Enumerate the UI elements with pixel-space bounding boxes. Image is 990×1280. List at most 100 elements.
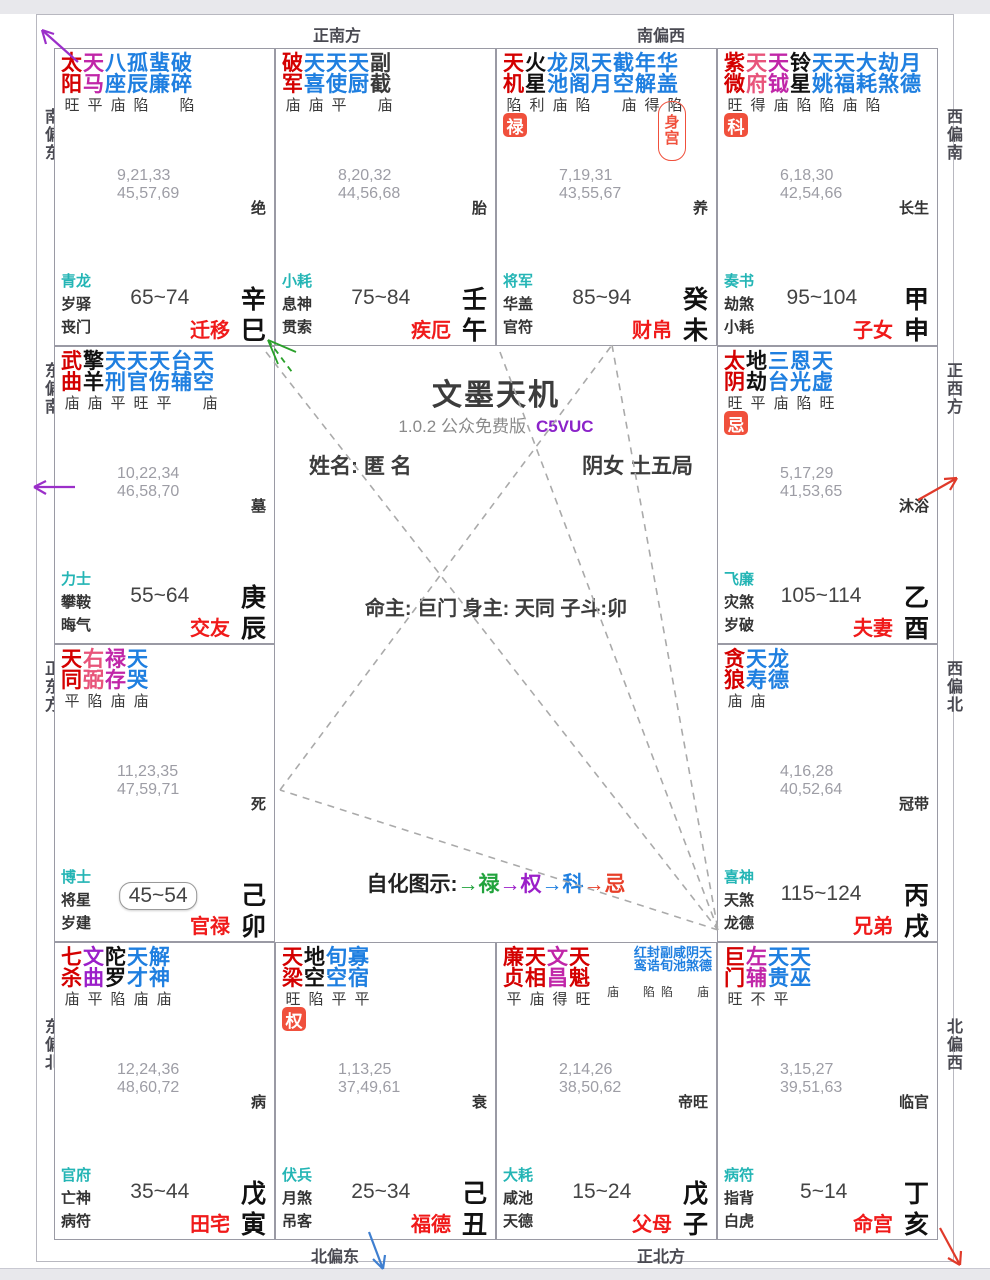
name-value: 匿 名	[363, 455, 412, 478]
decade-range[interactable]: 25~34	[351, 1180, 411, 1203]
star-年解: 年解	[635, 52, 656, 97]
star-天伤: 天伤	[149, 350, 170, 395]
year-god: 灾煞	[724, 594, 755, 611]
star-擎羊: 擎羊	[83, 350, 104, 395]
palace-stars: 天同右弼禄存天哭平陷庙庙	[61, 649, 270, 710]
star-天刑: 天刑	[105, 350, 126, 395]
year-god: 息神	[282, 296, 313, 313]
decade-range[interactable]: 35~44	[130, 1180, 190, 1203]
year-god: 岁驿	[61, 296, 92, 313]
palace-name: 官禄	[190, 916, 230, 938]
decade-range[interactable]: 75~84	[351, 286, 411, 309]
star-破碎: 破碎	[171, 52, 192, 97]
star-凤阁: 凤阁	[569, 52, 590, 97]
star-寡宿: 寡宿	[348, 946, 369, 991]
palace-stars: 贪狼天寿龙德庙庙	[724, 649, 933, 710]
age-line: 41,53,65	[780, 483, 843, 501]
decade-range[interactable]: 115~124	[780, 882, 862, 905]
palace-stars: 七杀文曲陀罗天才解神庙平陷庙庙	[61, 947, 270, 1008]
gender-bureau: 阴女 土五局	[582, 455, 693, 478]
star-旬空: 旬空	[326, 946, 347, 991]
star-截空: 截空	[613, 52, 634, 97]
direction-label-top-2: 南偏西	[637, 28, 686, 45]
heavenly-stem: 丙	[903, 882, 929, 910]
direction-label-right-4: 北偏西	[944, 1018, 961, 1072]
twelve-stage: 衰	[471, 1094, 487, 1111]
heavenly-stem: 癸	[682, 286, 708, 314]
decade-range[interactable]: 65~74	[130, 286, 190, 309]
decade-range[interactable]: 15~24	[572, 1180, 632, 1203]
decade-range[interactable]: 45~54	[118, 882, 198, 910]
direction-label-right-1: 西偏南	[944, 108, 961, 162]
star-god: 力士	[61, 571, 92, 588]
earthly-branch: 戌	[903, 913, 929, 941]
sihua-legend-arrow-3: →	[583, 873, 605, 896]
bottom-strip	[0, 1268, 990, 1280]
heavenly-stem: 丁	[903, 1180, 929, 1208]
age-line: 44,56,68	[338, 185, 401, 203]
body-palace-marker: 身宫	[658, 101, 686, 161]
age-line: 11,23,35	[117, 763, 179, 780]
star-god: 青龙	[61, 273, 92, 290]
age-line: 7,19,31	[559, 167, 613, 184]
age-line: 3,15,27	[780, 1061, 834, 1078]
decade-range[interactable]: 95~104	[786, 286, 858, 309]
sihua-legend-arrow-0: →	[457, 873, 479, 896]
decade-range[interactable]: 5~14	[800, 1180, 848, 1203]
twelve-stage: 冠带	[898, 796, 929, 813]
decade-range[interactable]: 105~114	[780, 584, 862, 607]
star-brightness-row: 旺陷平平	[285, 990, 370, 1008]
decade-range[interactable]: 55~64	[130, 584, 190, 607]
flow-god: 小耗	[724, 319, 755, 336]
decade-range[interactable]: 85~94	[572, 286, 632, 309]
flow-god: 贯索	[282, 319, 313, 336]
heavenly-stem: 甲	[903, 286, 929, 314]
star-天魁: 天魁	[569, 946, 590, 991]
heavenly-stem: 庚	[240, 584, 266, 612]
star-火星: 火星	[525, 52, 546, 97]
star-陀罗: 陀罗	[105, 946, 126, 991]
star-god: 小耗	[282, 273, 313, 290]
chart-name: 姓名: 匿 名	[309, 450, 412, 480]
earthly-branch: 辰	[240, 615, 266, 643]
star-解神: 解神	[149, 946, 170, 991]
age-line: 46,58,70	[117, 483, 180, 501]
palace-name: 子女	[853, 320, 893, 342]
earthly-branch: 子	[682, 1211, 708, 1239]
earthly-branch: 丑	[461, 1211, 487, 1239]
flow-god: 岁破	[724, 617, 755, 634]
twelve-stage: 养	[692, 200, 708, 217]
star-brightness-row: 庙庙	[727, 692, 766, 710]
star-地空: 地空	[304, 946, 325, 991]
star-god: 大耗	[503, 1167, 534, 1184]
star-太阴: 太阴	[724, 350, 745, 395]
star-天同: 天同	[61, 648, 82, 693]
sihua-legend-item-2: 科	[562, 873, 584, 896]
star-武曲: 武曲	[61, 350, 82, 395]
palace-stars: 太阳天马八座孤辰蜚廉破碎旺平庙陷陷	[61, 53, 270, 114]
palace-name: 夫妻	[853, 618, 893, 640]
star-天巫: 天巫	[790, 946, 811, 991]
twelve-stage: 墓	[250, 498, 266, 515]
twelve-stage: 帝旺	[677, 1094, 708, 1111]
star-太阳: 太阳	[61, 52, 82, 97]
